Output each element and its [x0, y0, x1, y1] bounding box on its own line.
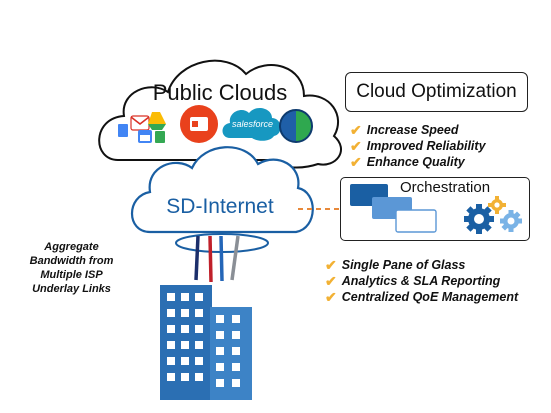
sd-internet-title: SD-Internet [166, 195, 274, 218]
check-icon: ✔ [325, 273, 337, 289]
list-item: ✔Analytics & SLA Reporting [325, 273, 501, 289]
orchestration-box [340, 177, 530, 241]
window-stack-icon [350, 184, 437, 233]
isp-link-gray [230, 235, 240, 281]
salesforce-icon [222, 107, 281, 141]
office365-icon [180, 105, 218, 143]
check-icon: ✔ [325, 257, 337, 273]
list-item: ✔Improved Reliability [350, 138, 486, 154]
orchestration-list: ✔Single Pane of Glass ✔Analytics & SLA R… [325, 257, 518, 305]
isp-link-blue [219, 235, 224, 282]
list-item: ✔Enhance Quality [350, 154, 465, 170]
public-clouds-title: Public Clouds [152, 80, 288, 105]
check-icon: ✔ [350, 154, 362, 170]
isp-link-navy [194, 235, 200, 281]
isp-link-red [208, 235, 213, 283]
list-item: ✔Increase Speed [350, 122, 459, 138]
list-item: ✔Centralized QoE Management [325, 289, 519, 305]
salesforce-label: salesforce [232, 119, 274, 129]
orchestration-title: Orchestration [400, 179, 491, 196]
google-drive-icon [148, 112, 166, 124]
cloud-optimization-title: Cloud Optimization [356, 81, 517, 102]
list-item: ✔Single Pane of Glass [325, 257, 466, 273]
cloud-optimization-box: Cloud Optimization [345, 72, 528, 112]
aggregate-bandwidth-text: Aggregate Bandwidth from Multiple ISP Un… [29, 241, 114, 295]
sd-internet-cloud-shape [130, 146, 314, 234]
isp-links [194, 235, 240, 283]
circle-app-icon [279, 109, 313, 143]
check-icon: ✔ [350, 122, 362, 138]
google-apps-icon-cluster [118, 112, 166, 143]
cloud-optimization-list: ✔Increase Speed ✔Improved Reliability ✔E… [350, 122, 486, 170]
check-icon: ✔ [325, 289, 337, 305]
building-icon [160, 285, 252, 400]
check-icon: ✔ [350, 138, 362, 154]
